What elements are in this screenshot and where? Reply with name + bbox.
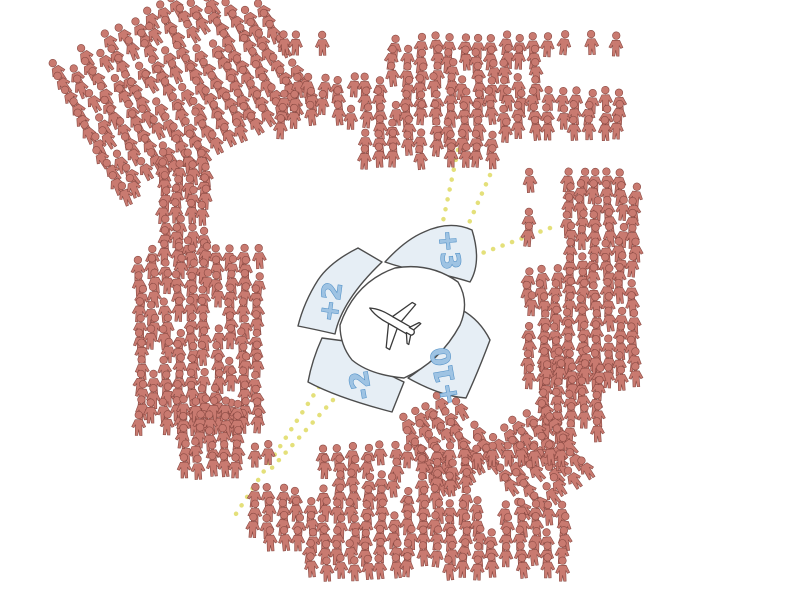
person-icon [386, 510, 404, 537]
person-icon [370, 128, 389, 156]
person-icon [290, 526, 306, 552]
person-icon [427, 541, 446, 569]
person-icon [608, 31, 624, 57]
person-icon [576, 403, 593, 429]
person-icon [229, 438, 247, 466]
person-icon [220, 297, 238, 325]
person-icon [287, 30, 304, 56]
airplane-icon [369, 301, 422, 351]
person-icon [574, 224, 590, 251]
person-icon [415, 540, 433, 567]
person-icon [539, 31, 556, 58]
person-icon [612, 321, 629, 348]
person-icon [330, 99, 348, 127]
person-icon [314, 30, 331, 57]
person-icon [589, 416, 606, 443]
person-icon [524, 539, 543, 567]
person-icon [519, 266, 538, 294]
person-icon [519, 220, 537, 248]
person-icon [384, 141, 401, 168]
pad-plus3-label: +3 [432, 229, 465, 271]
person-icon [411, 143, 430, 171]
person-icon [470, 115, 488, 142]
pad-minus2-label: -2 [344, 368, 379, 402]
person-icon [345, 454, 364, 481]
pad-plus2-label: +2 [314, 280, 349, 324]
person-icon [521, 167, 539, 194]
person-icon [383, 60, 402, 88]
person-icon [428, 130, 446, 158]
person-icon [342, 104, 359, 131]
person-icon [412, 47, 430, 75]
person-icon [555, 29, 574, 56]
person-icon [72, 40, 99, 70]
person-icon [626, 308, 642, 335]
person-icon [497, 29, 515, 57]
person-icon [427, 30, 445, 58]
trail-bottom-left [229, 367, 333, 523]
person-icon [581, 114, 597, 141]
person-icon [521, 363, 538, 390]
person-icon [251, 243, 268, 270]
person-icon [371, 439, 389, 467]
person-icon [260, 439, 276, 466]
person-icon [357, 528, 374, 555]
person-icon [498, 541, 514, 568]
person-icon [583, 29, 600, 56]
person-icon [343, 441, 361, 468]
person-icon [554, 556, 571, 582]
person-icon [525, 31, 541, 58]
person-icon [356, 144, 373, 170]
person-icon [247, 442, 263, 468]
person-icon [457, 115, 473, 142]
pad-plus2-tile[interactable] [297, 247, 383, 335]
person-icon [469, 554, 486, 581]
